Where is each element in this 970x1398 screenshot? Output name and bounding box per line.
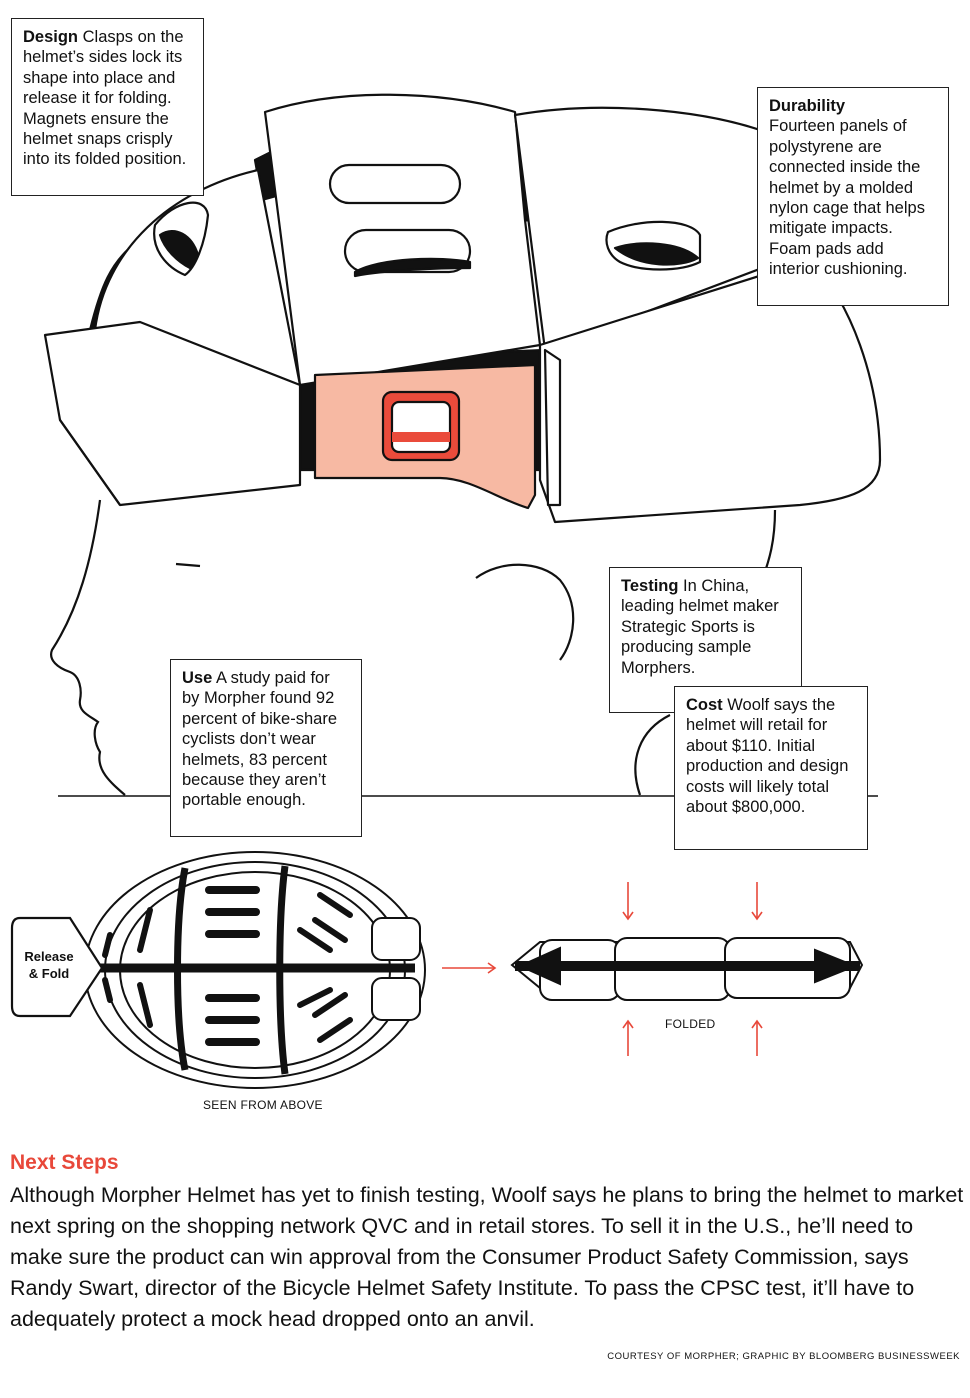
callout-design-text: Clasps on the helmet’s sides lock its sh… — [23, 28, 187, 169]
next-steps-body: Although Morpher Helmet has yet to finis… — [10, 1183, 964, 1331]
callout-testing-title: Testing — [621, 577, 679, 595]
compression-arrows — [622, 882, 763, 1056]
callout-use-text: A study paid for by Morpher found 92 per… — [182, 669, 338, 810]
callout-cost-text: Woolf says the helmet will retail for ab… — [686, 696, 849, 817]
callout-use: Use A study paid for by Morpher found 92… — [170, 659, 362, 837]
callout-durability-text: Fourteen panels of polystyrene are conne… — [769, 117, 925, 279]
helmet-top-view — [84, 851, 426, 1089]
callout-cost-title: Cost — [686, 696, 723, 714]
release-fold-label: Release & Fold — [24, 949, 74, 981]
callout-durability: Durability Fourteen panels of polystyren… — [757, 87, 949, 306]
credit-line: COURTESY OF MORPHER; GRAPHIC BY BLOOMBER… — [607, 1351, 960, 1362]
folded-label: FOLDED — [665, 1017, 716, 1031]
callout-design-title: Design — [23, 28, 79, 46]
next-steps-title: Next Steps — [10, 1151, 119, 1174]
callout-use-title: Use — [182, 669, 213, 687]
callout-testing-text: In China, leading helmet maker Strategic… — [621, 577, 779, 677]
callout-durability-title: Durability — [769, 97, 846, 115]
arrow-to-folded — [442, 962, 497, 974]
helmet-side-view — [43, 93, 882, 524]
seen-from-above-label: SEEN FROM ABOVE — [203, 1098, 323, 1112]
release-fold-tag — [10, 916, 104, 1018]
callout-design: Design Clasps on the helmet’s sides lock… — [11, 18, 204, 196]
helmet-folded — [510, 937, 864, 1001]
callout-cost: Cost Woolf says the helmet will retail f… — [674, 686, 868, 850]
